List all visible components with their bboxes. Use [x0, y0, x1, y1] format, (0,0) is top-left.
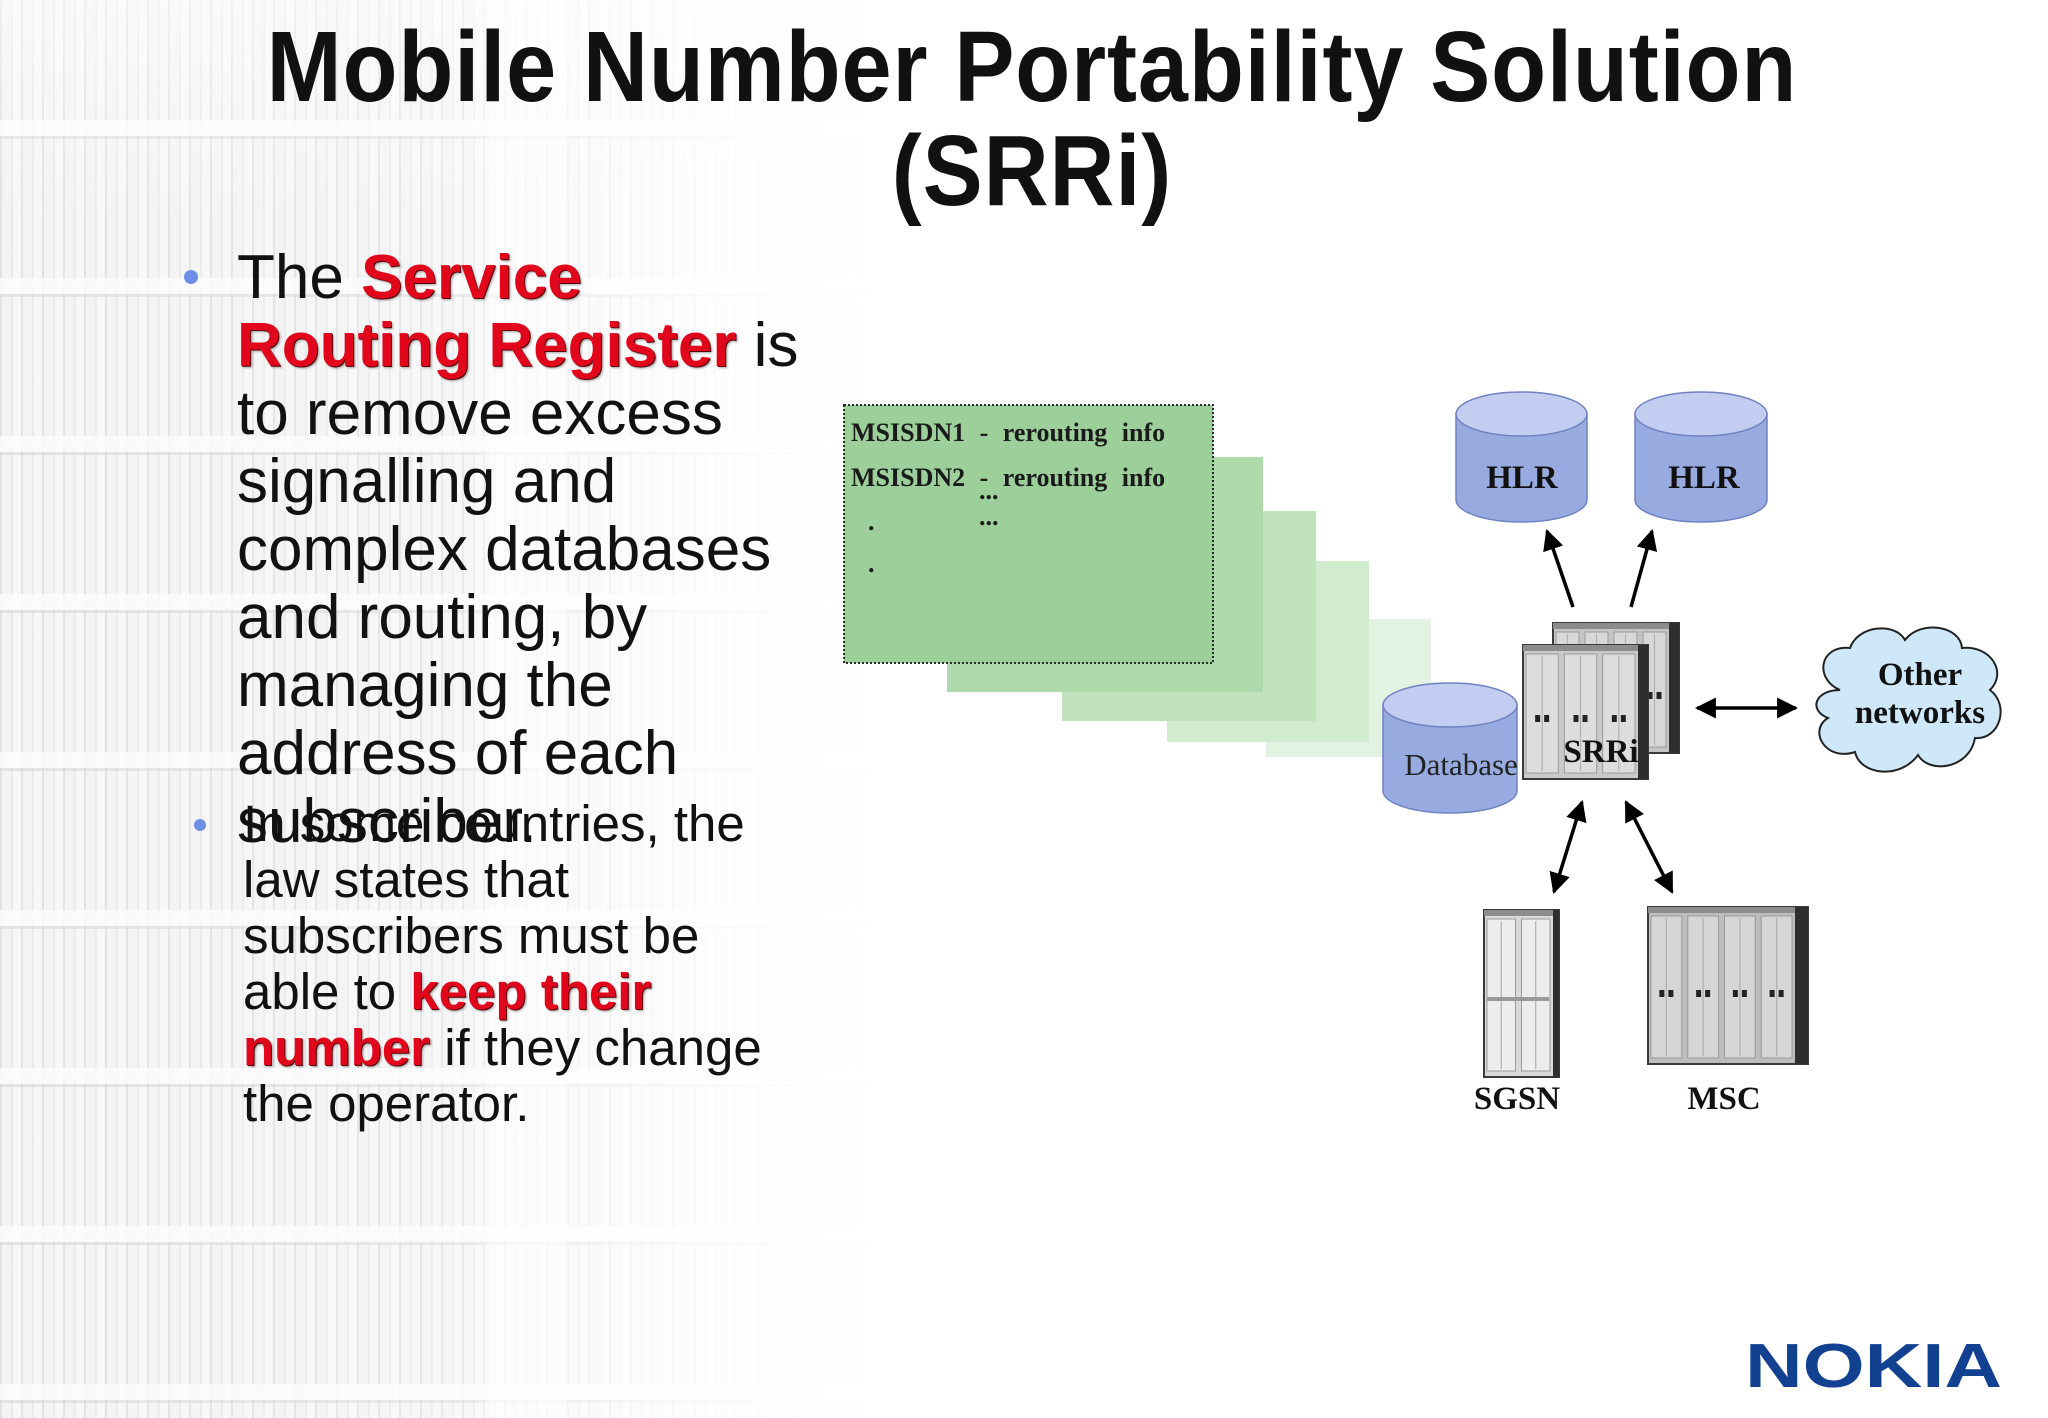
bullet-1-text-start: The	[237, 243, 362, 312]
database-cylinder-top	[1455, 391, 1588, 437]
database-node: Database	[1382, 682, 1518, 814]
routing-table-ellipsis: ...	[979, 502, 999, 531]
arrow-srri-to-hlr-1	[1543, 529, 1575, 608]
routing-table-ellipsis: ...	[979, 476, 999, 505]
srri-front-rack-handle	[1582, 715, 1588, 722]
srri-front-rack-handle	[1620, 715, 1626, 722]
srri-front-rack-top-edge	[1523, 645, 1638, 651]
arrow-srri-msc	[1624, 800, 1674, 894]
srri-front-rack-handle	[1611, 715, 1617, 722]
server-rack-icon	[1522, 644, 1649, 780]
bullet-2-text-start: In some countries, the law states that s…	[243, 795, 745, 1020]
database-cylinder-icon	[1455, 413, 1588, 523]
connection-arrows	[1543, 528, 1799, 895]
srri-label: SRRi	[1563, 734, 1638, 770]
srri-front-rack-handle	[1544, 715, 1550, 722]
msc-rack-handle	[1778, 990, 1784, 997]
srri-front-rack-handle	[1535, 715, 1541, 722]
other-networks-label-line-2: networks	[1855, 695, 1985, 731]
database-label: Database	[1404, 747, 1518, 782]
msc-label: MSC	[1687, 1081, 1760, 1117]
msc-rack-top-edge	[1648, 907, 1795, 913]
msc-rack-handle	[1705, 990, 1711, 997]
routing-table-card-front	[843, 404, 1214, 664]
database-cylinder-icon	[1634, 413, 1768, 523]
database-cylinder-icon	[1382, 704, 1518, 814]
hlr-2-label: HLR	[1668, 460, 1741, 496]
srri-back-rack-handle	[1656, 692, 1662, 699]
bullet-dot-icon	[194, 819, 206, 831]
slide-title-line-2: (SRRi)	[891, 115, 1173, 227]
slide-title: Mobile Number Portability Solution (SRRi…	[118, 15, 1947, 223]
bullet-dot-icon	[184, 270, 198, 284]
sgsn-rack-top-edge	[1484, 910, 1553, 916]
hlr-2-node: HLR	[1634, 391, 1768, 523]
srri-back-rack-handle	[1647, 692, 1653, 699]
arrow-srri-sgsn	[1549, 799, 1587, 895]
bullet-1-highlight: Service Routing Register	[237, 243, 737, 380]
routing-table-stack: MSISDN1 - rerouting info MSISDN2 - rerou…	[843, 404, 1431, 757]
nokia-logo: NOKIA	[1745, 1332, 2002, 1401]
hlr-1-node: HLR	[1455, 391, 1588, 523]
msc-rack-handle	[1659, 990, 1665, 997]
server-cabinet-icon	[1483, 909, 1560, 1078]
bullet-2-text-end: if they change the operator.	[243, 1019, 762, 1132]
routing-table-dot: .	[868, 549, 875, 578]
routing-table-row-2: MSISDN2 - rerouting info	[851, 463, 1165, 492]
other-networks-node: Other networks	[1815, 626, 2002, 773]
bullet-1-text: The Service Routing Register is to remov…	[237, 244, 817, 856]
msc-rack-handle	[1732, 990, 1738, 997]
database-cylinder-top	[1634, 391, 1768, 437]
srri-back-rack-side-panel	[1669, 623, 1679, 753]
sgsn-label: SGSN	[1474, 1081, 1560, 1117]
msc-rack-side-panel	[1795, 907, 1808, 1064]
hlr-1-label: HLR	[1486, 460, 1559, 496]
msc-rack-handle	[1741, 990, 1747, 997]
srri-back-rack-top-edge	[1553, 623, 1669, 629]
background-server-rack-image	[0, 0, 880, 1418]
routing-table-row-1: MSISDN1 - rerouting info	[851, 418, 1165, 447]
cloud-icon	[1815, 626, 2002, 773]
sgsn-rack-divider	[1487, 997, 1549, 1001]
slide-title-line-1: Mobile Number Portability Solution	[266, 11, 1798, 123]
msc-rack-handle	[1668, 990, 1674, 997]
routing-table-dot: .	[868, 507, 875, 536]
bullet-2-text: In some countries, the law states that s…	[243, 796, 793, 1132]
srri-front-rack-side-panel	[1638, 645, 1648, 779]
msc-rack-handle	[1769, 990, 1775, 997]
srri-front-rack-handle	[1573, 715, 1579, 722]
sgsn-rack-side-panel	[1553, 910, 1559, 1077]
bullet-2-highlight: keep their number	[243, 963, 652, 1076]
bullet-1-text-end: is to remove excess signalling and compl…	[237, 311, 799, 856]
other-networks-label-line-1: Other	[1878, 657, 1962, 693]
server-cabinet-icon	[1647, 906, 1809, 1065]
msc-rack-handle	[1696, 990, 1702, 997]
arrow-srri-to-hlr-2	[1629, 528, 1658, 608]
database-cylinder-top	[1382, 682, 1518, 728]
